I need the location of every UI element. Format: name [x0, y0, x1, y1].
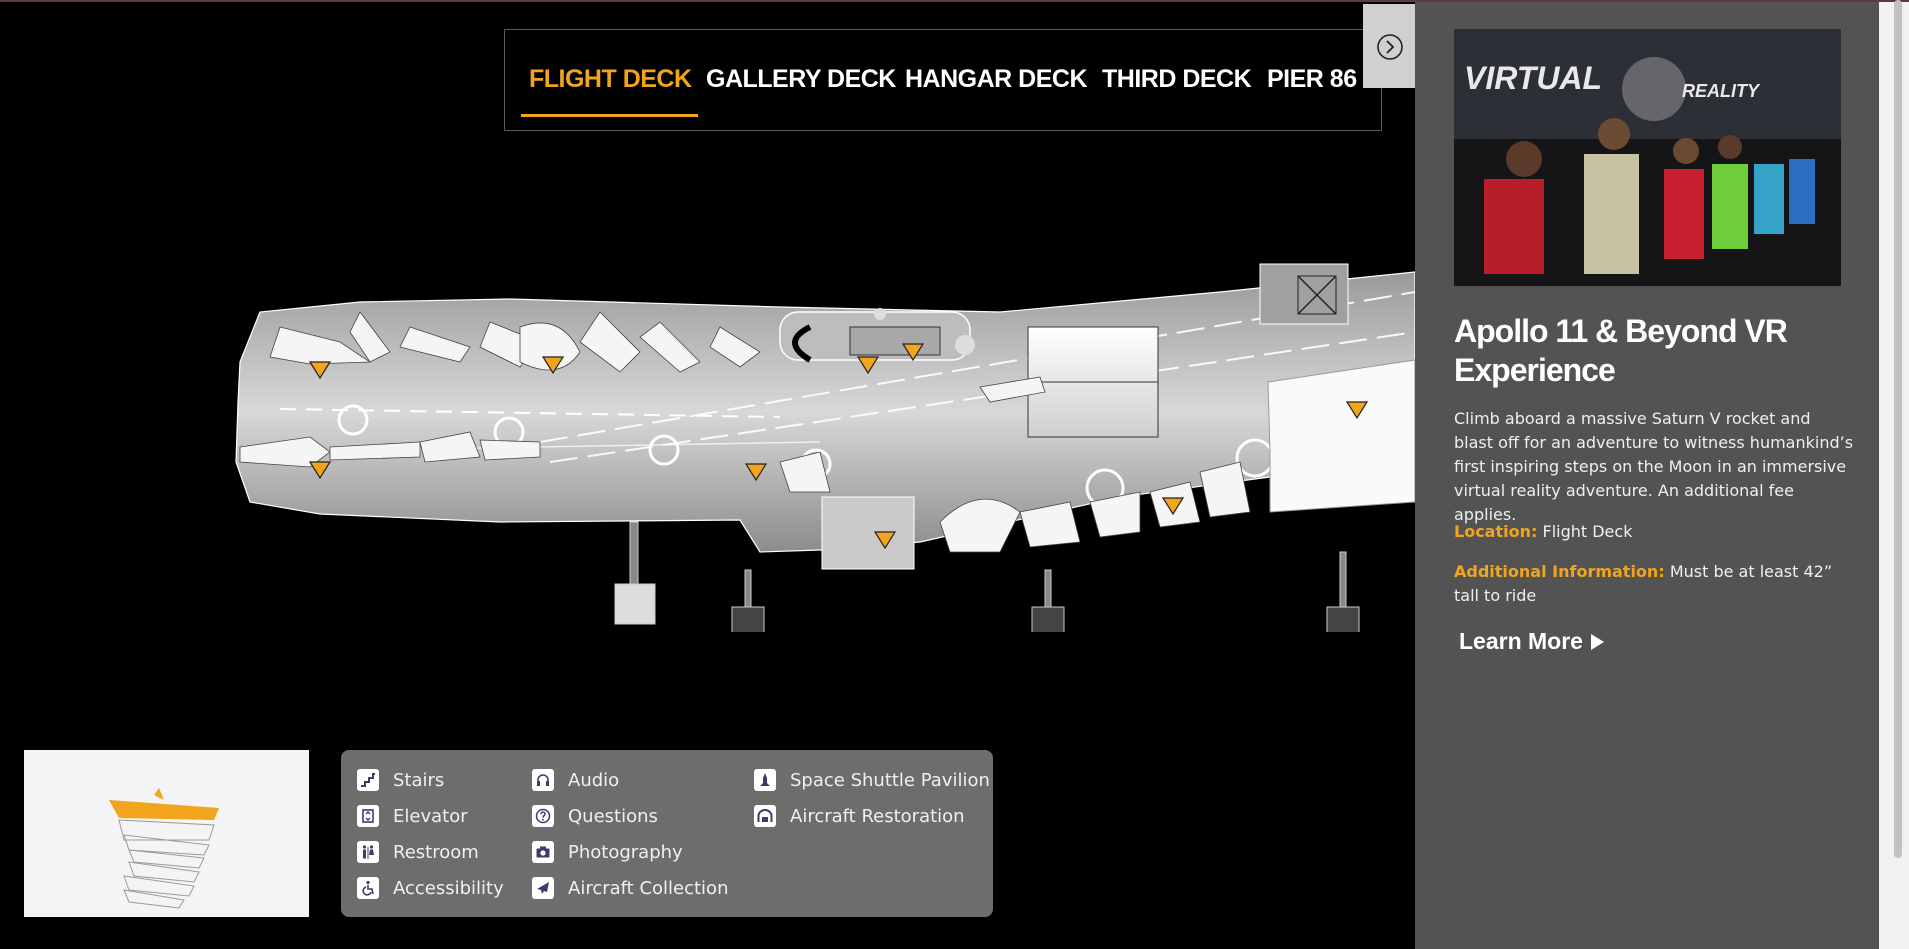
- legend-label: Stairs: [393, 769, 445, 791]
- elevator-icon: [357, 805, 379, 827]
- legend-label: Questions: [568, 805, 658, 827]
- location-label: Location:: [1454, 522, 1538, 541]
- panel-scrollbar-thumb[interactable]: [1894, 0, 1902, 858]
- tab-gallery-deck[interactable]: GALLERY DECK: [706, 65, 896, 93]
- play-arrow-icon: [1590, 633, 1604, 650]
- window-top-border: [0, 0, 1909, 2]
- additional-info-label: Additional Information:: [1454, 562, 1665, 581]
- additional-info-value: Must be at least 42” tall to ride: [1454, 562, 1833, 605]
- restroom-icon: [357, 841, 379, 863]
- attraction-photo: VIRTUAL REALITY: [1454, 29, 1841, 286]
- map-marker: [744, 463, 768, 482]
- legend-item-stairs[interactable]: Stairs: [357, 767, 444, 793]
- map-marker: [1345, 401, 1369, 420]
- deck-stack-illustration: [109, 788, 219, 909]
- pier-supports: [614, 521, 1360, 632]
- legend-label: Photography: [568, 841, 683, 863]
- attraction-detail-panel: VIRTUAL REALITY Apollo 11 & Beyond VR Ex…: [1415, 2, 1879, 949]
- map-marker: [1161, 497, 1185, 516]
- questions-icon: [532, 805, 554, 827]
- chevron-right-icon: [1377, 34, 1403, 60]
- deck-map-area[interactable]: FLIGHT DECK GALLERY DECK HANGAR DECK THI…: [0, 2, 1415, 949]
- tab-third-deck[interactable]: THIRD DECK: [1102, 65, 1252, 93]
- accessibility-icon: [357, 877, 379, 899]
- attraction-markers[interactable]: [308, 343, 1369, 550]
- tab-hangar-deck[interactable]: HANGAR DECK: [905, 65, 1088, 93]
- attraction-description: Climb aboard a massive Saturn V rocket a…: [1454, 409, 1854, 524]
- aircraft-icon: [532, 877, 554, 899]
- legend-item-questions[interactable]: Questions: [532, 803, 658, 829]
- legend-label: Accessibility: [393, 877, 504, 899]
- map-marker: [901, 343, 925, 362]
- legend-label: Aircraft Restoration: [790, 805, 965, 827]
- photo-text-virtual: VIRTUAL: [1464, 60, 1602, 96]
- photo-text-reality: REALITY: [1682, 81, 1761, 101]
- attraction-additional-info: Additional Information: Must be at least…: [1454, 560, 1854, 608]
- aft-structure: [1259, 263, 1349, 325]
- deck-overview-minimap[interactable]: [24, 750, 309, 917]
- vr-riders: [1484, 118, 1815, 274]
- map-marker: [308, 461, 332, 480]
- legend-item-aircraft-collection[interactable]: Aircraft Collection: [532, 875, 728, 901]
- legend-item-photography[interactable]: Photography: [532, 839, 683, 865]
- map-legend: Stairs Elevator Restroom Accessibility A…: [341, 750, 993, 917]
- attraction-location: Location: Flight Deck: [1454, 520, 1854, 544]
- tab-pier-86[interactable]: PIER 86: [1267, 65, 1357, 93]
- tab-flight-deck[interactable]: FLIGHT DECK: [529, 65, 692, 93]
- hangar-icon: [754, 805, 776, 827]
- shuttle-icon: [754, 769, 776, 791]
- legend-label: Aircraft Collection: [568, 877, 729, 899]
- tabs-next-button[interactable]: [1363, 4, 1415, 88]
- map-marker: [856, 356, 880, 375]
- camera-icon: [532, 841, 554, 863]
- legend-label: Space Shuttle Pavilion: [790, 769, 990, 791]
- legend-item-elevator[interactable]: Elevator: [357, 803, 468, 829]
- elevator-platform: [821, 496, 915, 570]
- legend-item-audio[interactable]: Audio: [532, 767, 619, 793]
- legend-item-accessibility[interactable]: Accessibility: [357, 875, 504, 901]
- legend-label: Elevator: [393, 805, 468, 827]
- location-value: Flight Deck: [1542, 522, 1633, 541]
- stairs-icon: [357, 769, 379, 791]
- deck-tabs: FLIGHT DECK GALLERY DECK HANGAR DECK THI…: [504, 29, 1382, 131]
- legend-item-restroom[interactable]: Restroom: [357, 839, 479, 865]
- map-marker: [308, 361, 332, 380]
- attraction-title: Apollo 11 & Beyond VR Experience: [1454, 313, 1788, 388]
- flight-deck-map[interactable]: [220, 252, 1415, 632]
- map-marker: [541, 356, 565, 375]
- learn-more-label: Learn More: [1459, 628, 1583, 654]
- shuttle-pavilion-block: [1267, 359, 1415, 513]
- island-superstructure: [779, 308, 975, 363]
- vr-experience-image: VIRTUAL REALITY: [1454, 29, 1841, 286]
- legend-label: Audio: [568, 769, 620, 791]
- legend-item-aircraft-restoration[interactable]: Aircraft Restoration: [754, 803, 965, 829]
- legend-label: Restroom: [393, 841, 479, 863]
- legend-item-space-shuttle[interactable]: Space Shuttle Pavilion: [754, 767, 990, 793]
- map-marker: [873, 531, 897, 550]
- active-tab-indicator: [521, 114, 698, 117]
- learn-more-link[interactable]: Learn More: [1459, 628, 1605, 655]
- audio-icon: [532, 769, 554, 791]
